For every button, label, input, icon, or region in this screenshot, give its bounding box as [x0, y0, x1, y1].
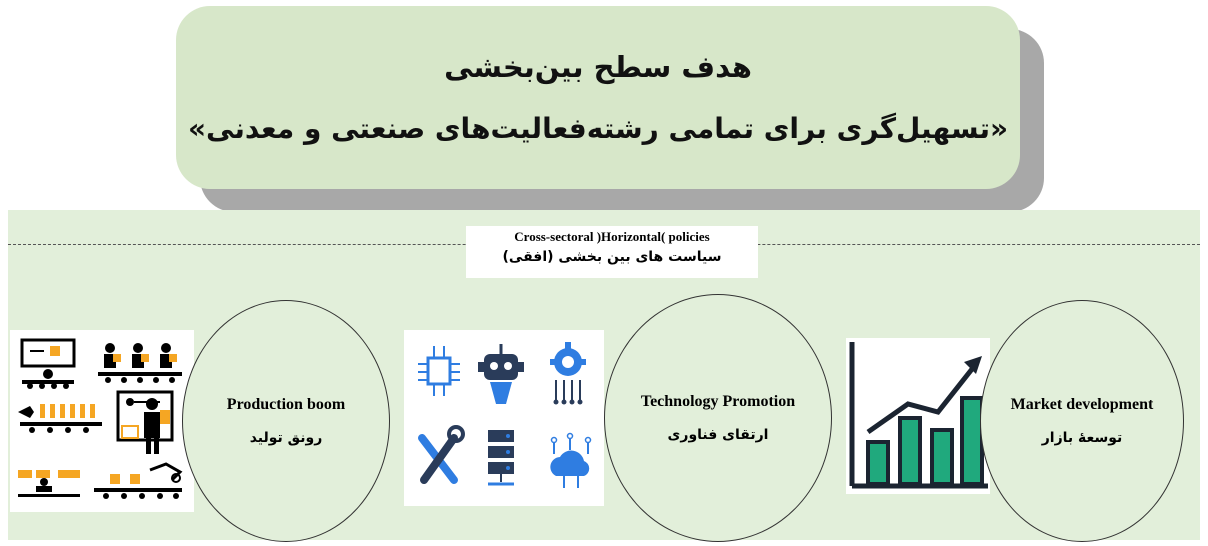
category-label: Cross-sectoral )Horizontal( policies سیا…	[466, 226, 758, 278]
bottles-conveyor-icon	[18, 404, 102, 433]
technology-icons-card	[404, 330, 604, 506]
robot-icon	[478, 344, 524, 404]
policy-market-english: Market development	[1010, 396, 1154, 413]
policy-production-persian: رونق تولید	[249, 430, 323, 446]
market-chart-card	[846, 338, 990, 494]
chip-icon	[418, 346, 460, 396]
policy-production-boom: Production boom رونق تولید	[182, 300, 390, 542]
production-icons-card	[10, 330, 194, 512]
monitor-worker-icon	[20, 338, 76, 389]
goal-title: هدف سطح بین‌بخشی	[444, 49, 752, 84]
server-icon	[488, 430, 514, 486]
goal-subtitle: «تسهیل‌گری برای تمامی رشته‌فعالیت‌های صن…	[187, 111, 1009, 145]
category-persian: سیاست های بین بخشی (افقی)	[502, 249, 722, 265]
policy-technology-promotion: Technology Promotion ارتقای فناوری	[604, 294, 832, 542]
policy-technology-persian: ارتقای فناوری	[667, 427, 769, 443]
category-english: Cross-sectoral )Horizontal( policies	[514, 229, 710, 244]
workers-line-icon	[98, 343, 182, 383]
policy-production-english: Production boom	[226, 396, 346, 413]
engineer-board-icon	[116, 390, 174, 454]
cloud-network-icon	[550, 432, 592, 488]
policy-technology-english: Technology Promotion	[640, 393, 796, 410]
gear-circuit-icon	[550, 342, 586, 405]
growth-chart-icon	[849, 342, 988, 489]
policy-market-development: Market development توسعهٔ بازار	[980, 300, 1184, 542]
goal-box: هدف سطح بین‌بخشی «تسهیل‌گری برای تمامی ر…	[176, 6, 1020, 189]
technology-icons	[418, 342, 592, 488]
tools-icon	[418, 425, 465, 484]
policy-market-persian: توسعهٔ بازار	[1041, 430, 1123, 446]
factory-production-icons	[18, 338, 183, 499]
assembly-worker-icon	[18, 470, 80, 497]
robot-arm-conveyor-icon	[94, 462, 183, 499]
